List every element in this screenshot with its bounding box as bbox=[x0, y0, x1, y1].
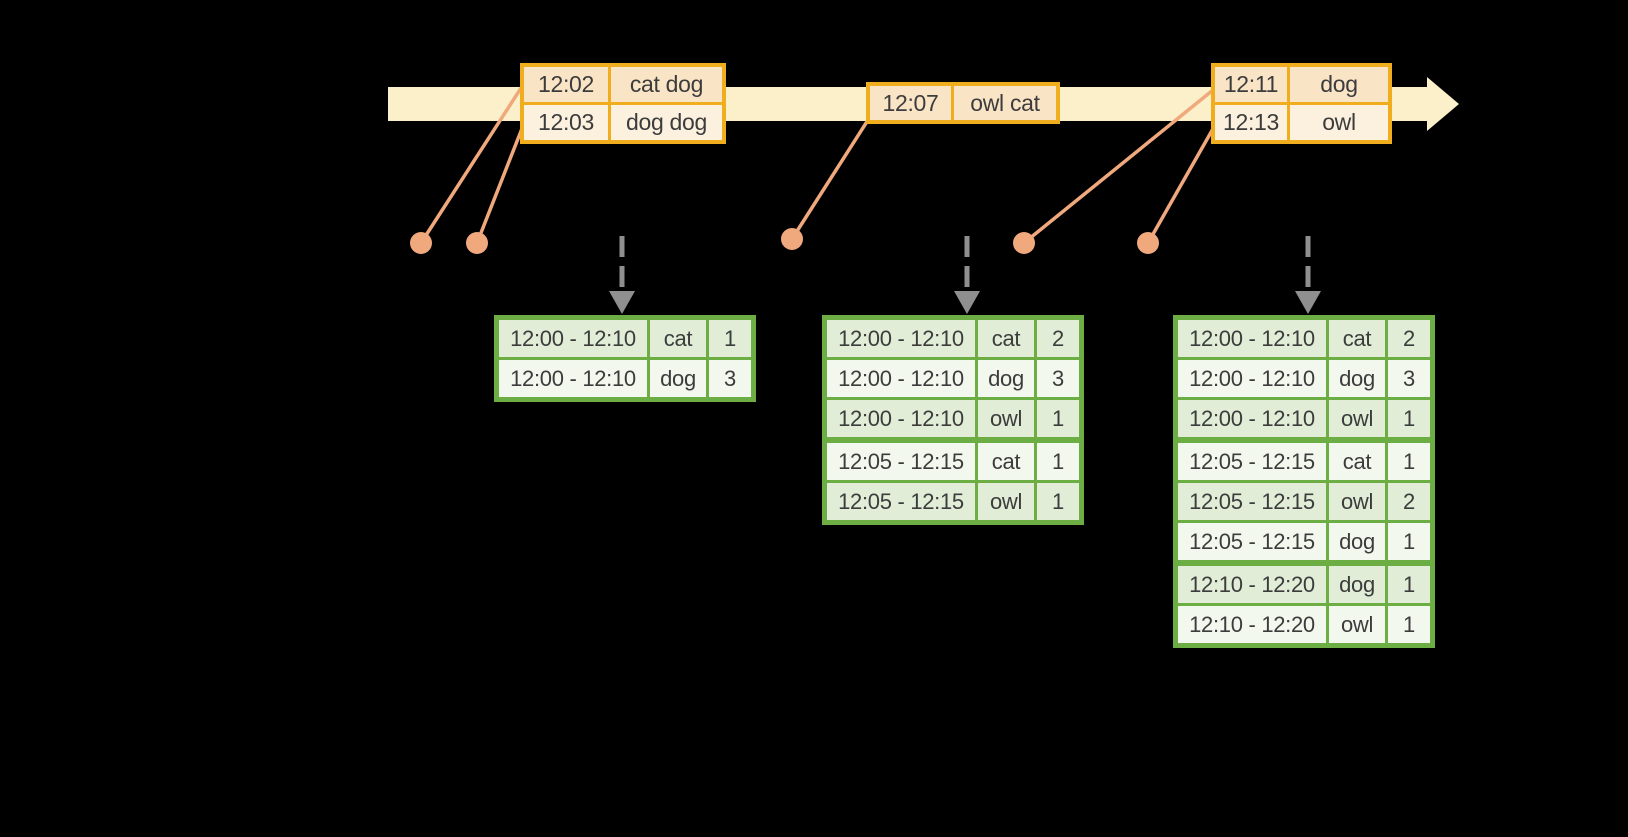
window-cell: 12:05 - 12:15 bbox=[1178, 480, 1326, 520]
window-cell: 12:00 - 12:10 bbox=[499, 320, 647, 357]
window-cell: 12:05 - 12:15 bbox=[1178, 520, 1326, 560]
word-cell: owl bbox=[975, 480, 1034, 520]
word-cell: owl bbox=[975, 397, 1034, 437]
event-table-2: 12:07 owl cat bbox=[866, 82, 1060, 124]
count-cell: 1 bbox=[1385, 603, 1430, 643]
word-cell: owl bbox=[1326, 480, 1385, 520]
timeline-arrowhead-icon bbox=[1427, 77, 1459, 131]
count-cell: 1 bbox=[1385, 397, 1430, 437]
trigger-arrow-head-icon bbox=[1295, 291, 1321, 314]
word-cell: cat bbox=[975, 320, 1034, 357]
window-cell: 12:10 - 12:20 bbox=[1178, 560, 1326, 603]
event-table-1: 12:02 cat dog 12:03 dog dog bbox=[520, 63, 726, 144]
event-connector-lines bbox=[419, 84, 1216, 245]
event-dot bbox=[1137, 232, 1159, 254]
count-cell: 1 bbox=[1034, 480, 1079, 520]
window-cell: 12:00 - 12:10 bbox=[827, 357, 975, 397]
count-cell: 1 bbox=[706, 320, 751, 357]
word-cell: cat bbox=[647, 320, 706, 357]
result-table-2: 12:00 - 12:10 cat 2 12:00 - 12:10 dog 3 … bbox=[822, 315, 1084, 525]
word-cell: dog bbox=[975, 357, 1034, 397]
event-dot bbox=[781, 228, 803, 250]
window-cell: 12:05 - 12:15 bbox=[827, 480, 975, 520]
event-time-cell: 12:13 bbox=[1215, 102, 1287, 140]
event-connector-line bbox=[475, 125, 525, 244]
result-table-1: 12:00 - 12:10 cat 1 12:00 - 12:10 dog 3 bbox=[494, 315, 756, 402]
count-cell: 1 bbox=[1034, 397, 1079, 437]
count-cell: 2 bbox=[1385, 480, 1430, 520]
word-cell: owl bbox=[1326, 603, 1385, 643]
window-cell: 12:00 - 12:10 bbox=[827, 397, 975, 437]
trigger-arrow-head-icon bbox=[609, 291, 635, 314]
count-cell: 3 bbox=[1385, 357, 1430, 397]
word-cell: dog bbox=[1326, 560, 1385, 603]
event-time-cell: 12:03 bbox=[524, 102, 608, 140]
word-cell: cat bbox=[1326, 437, 1385, 480]
count-cell: 3 bbox=[706, 357, 751, 397]
window-cell: 12:00 - 12:10 bbox=[827, 320, 975, 357]
count-cell: 2 bbox=[1034, 320, 1079, 357]
event-dots bbox=[410, 228, 1159, 254]
count-cell: 3 bbox=[1034, 357, 1079, 397]
word-cell: dog bbox=[1326, 357, 1385, 397]
event-words-cell: cat dog bbox=[608, 67, 722, 102]
trigger-arrow-head-icon bbox=[954, 291, 980, 314]
event-connector-line bbox=[1022, 88, 1215, 245]
event-dot bbox=[1013, 232, 1035, 254]
event-words-cell: dog bbox=[1287, 67, 1388, 102]
count-cell: 1 bbox=[1385, 560, 1430, 603]
trigger-arrows bbox=[609, 236, 1321, 314]
event-connector-line bbox=[790, 119, 870, 240]
count-cell: 2 bbox=[1385, 320, 1430, 357]
event-time-cell: 12:02 bbox=[524, 67, 608, 102]
window-cell: 12:05 - 12:15 bbox=[1178, 437, 1326, 480]
window-cell: 12:00 - 12:10 bbox=[1178, 320, 1326, 357]
event-words-cell: owl bbox=[1287, 102, 1388, 140]
count-cell: 1 bbox=[1034, 437, 1079, 480]
window-cell: 12:00 - 12:10 bbox=[1178, 397, 1326, 437]
word-cell: dog bbox=[1326, 520, 1385, 560]
event-dot bbox=[466, 232, 488, 254]
window-cell: 12:10 - 12:20 bbox=[1178, 603, 1326, 643]
count-cell: 1 bbox=[1385, 520, 1430, 560]
count-cell: 1 bbox=[1385, 437, 1430, 480]
event-time-cell: 12:07 bbox=[870, 86, 951, 120]
event-table-3: 12:11 dog 12:13 owl bbox=[1211, 63, 1392, 144]
event-words-cell: dog dog bbox=[608, 102, 722, 140]
word-cell: dog bbox=[647, 357, 706, 397]
window-cell: 12:00 - 12:10 bbox=[499, 357, 647, 397]
event-dot bbox=[410, 232, 432, 254]
window-cell: 12:00 - 12:10 bbox=[1178, 357, 1326, 397]
event-words-cell: owl cat bbox=[951, 86, 1056, 120]
word-cell: cat bbox=[1326, 320, 1385, 357]
word-cell: owl bbox=[1326, 397, 1385, 437]
result-table-3: 12:00 - 12:10 cat 2 12:00 - 12:10 dog 3 … bbox=[1173, 315, 1435, 648]
event-time-cell: 12:11 bbox=[1215, 67, 1287, 102]
event-connector-line bbox=[419, 84, 525, 244]
window-cell: 12:05 - 12:15 bbox=[827, 437, 975, 480]
word-cell: cat bbox=[975, 437, 1034, 480]
event-connector-line bbox=[1146, 126, 1216, 244]
